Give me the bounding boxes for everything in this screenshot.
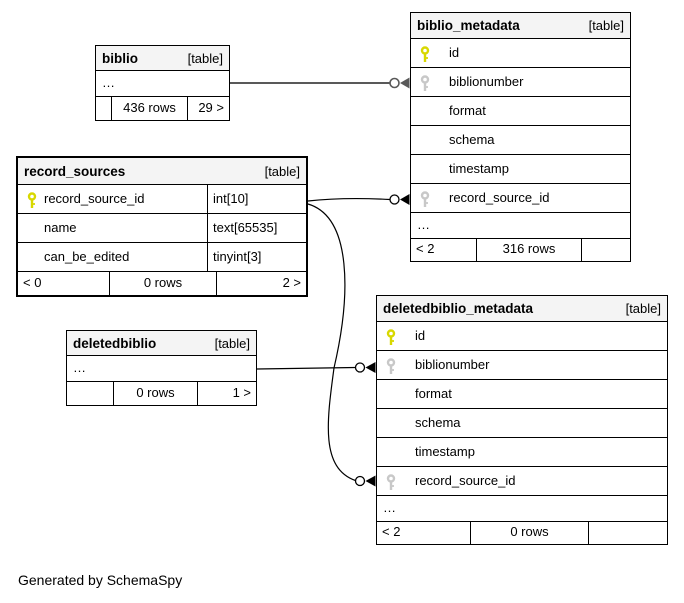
hidden-columns-ellipsis: …: [377, 496, 667, 522]
table-name[interactable]: deletedbiblio_metadata: [383, 301, 534, 316]
zero-or-one-circle: [389, 77, 400, 89]
footer-parents-count: 29 >: [198, 100, 224, 115]
primary-key-icon: [385, 328, 397, 345]
table-footer: 436 rows 29 >: [96, 97, 229, 120]
foreign-key-icon: [385, 473, 397, 490]
column-name: record_source_id: [44, 191, 145, 206]
column-row: name text[65535]: [18, 214, 306, 243]
arrowhead: [400, 194, 410, 205]
column-name: can_be_edited: [44, 249, 130, 264]
column-row: record_source_id int[10]: [18, 185, 306, 214]
footer-row-count: 0 rows: [114, 382, 198, 405]
arrowhead: [365, 362, 376, 373]
table-footer: < 0 0 rows 2 >: [18, 272, 306, 295]
column-name: record_source_id: [415, 473, 516, 488]
footer-children-count: < 2: [377, 522, 471, 544]
footer-row-count: 436 rows: [112, 97, 188, 120]
table-biblio: biblio [table] … 436 rows 29 >: [95, 45, 230, 121]
table-header-deletedbiblio[interactable]: deletedbiblio [table]: [67, 331, 256, 356]
column-name: name: [44, 220, 77, 235]
table-header-deletedbiblio-metadata[interactable]: deletedbiblio_metadata [table]: [377, 296, 667, 322]
column-row: timestamp: [411, 155, 630, 184]
column-row: biblionumber: [411, 68, 630, 97]
column-row: schema: [411, 126, 630, 155]
footer-children-count: [67, 382, 114, 405]
table-footer: 0 rows 1 >: [67, 382, 256, 405]
zero-or-one-circle: [354, 475, 366, 487]
table-header-biblio-metadata[interactable]: biblio_metadata [table]: [411, 13, 630, 39]
foreign-key-icon: [385, 357, 397, 374]
column-row: id: [377, 322, 667, 351]
table-footer: < 2 316 rows: [411, 239, 630, 261]
relationship-biblio-biblio-metadata: [230, 77, 410, 89]
hidden-columns-ellipsis: …: [67, 356, 256, 382]
column-row: schema: [377, 409, 667, 438]
column-name: format: [415, 386, 452, 401]
column-name: format: [449, 103, 486, 118]
column-row: can_be_edited tinyint[3]: [18, 243, 306, 272]
table-name[interactable]: biblio: [102, 50, 138, 66]
primary-key-icon: [419, 45, 431, 62]
relationship-record-sources-biblio-metadata: [307, 194, 410, 205]
column-name: biblionumber: [449, 74, 524, 89]
column-type: int[10]: [207, 185, 306, 213]
relationship-deletedbiblio-deletedbiblio-metadata: [256, 362, 376, 373]
column-row: biblionumber: [377, 351, 667, 380]
table-type-label: [table]: [625, 301, 661, 316]
foreign-key-icon: [419, 74, 431, 91]
relationship-record-sources-deletedbiblio-metadata: [307, 203, 376, 487]
column-name: timestamp: [415, 444, 475, 459]
foreign-key-icon: [419, 190, 431, 207]
footer-children-count: < 0: [18, 272, 110, 295]
column-name: record_source_id: [449, 190, 550, 205]
hidden-columns-ellipsis: …: [411, 213, 630, 239]
footer-parents-count: 2 >: [282, 275, 301, 290]
footer-row-count: 0 rows: [110, 272, 217, 295]
generated-by-note: Generated by SchemaSpy: [18, 572, 183, 588]
column-name: schema: [449, 132, 495, 147]
column-name: timestamp: [449, 161, 509, 176]
table-name[interactable]: biblio_metadata: [417, 18, 520, 33]
column-row: format: [377, 380, 667, 409]
table-type-label: [table]: [187, 50, 223, 66]
column-row: id: [411, 39, 630, 68]
table-header-record-sources[interactable]: record_sources [table]: [18, 158, 306, 185]
table-record-sources: record_sources [table] record_source_id …: [16, 156, 308, 297]
table-type-label: [table]: [264, 163, 300, 179]
table-deletedbiblio-metadata: deletedbiblio_metadata [table] id biblio…: [376, 295, 668, 545]
column-row: record_source_id: [377, 467, 667, 496]
column-row: timestamp: [377, 438, 667, 467]
column-name: schema: [415, 415, 461, 430]
table-type-label: [table]: [588, 18, 624, 33]
table-biblio-metadata: biblio_metadata [table] id biblionumber …: [410, 12, 631, 262]
footer-parents-count: [589, 522, 667, 544]
footer-children-count: [96, 97, 112, 120]
primary-key-icon: [26, 191, 38, 208]
table-deletedbiblio: deletedbiblio [table] … 0 rows 1 >: [66, 330, 257, 406]
column-name: id: [449, 45, 460, 60]
arrowhead: [400, 77, 410, 89]
column-row: record_source_id: [411, 184, 630, 213]
table-header-biblio[interactable]: biblio [table]: [96, 46, 229, 71]
column-row: format: [411, 97, 630, 126]
footer-row-count: 0 rows: [471, 522, 589, 544]
table-name[interactable]: record_sources: [24, 163, 126, 179]
table-type-label: [table]: [214, 335, 250, 351]
footer-parents-count: 1 >: [232, 385, 251, 400]
column-name: id: [415, 328, 426, 343]
hidden-columns-ellipsis: …: [96, 71, 229, 97]
column-type: tinyint[3]: [207, 243, 306, 271]
column-type: text[65535]: [207, 214, 306, 242]
table-footer: < 2 0 rows: [377, 522, 667, 544]
zero-or-one-circle: [389, 194, 400, 205]
footer-children-count: < 2: [411, 239, 477, 261]
footer-row-count: 316 rows: [477, 239, 582, 261]
table-name[interactable]: deletedbiblio: [73, 335, 157, 351]
column-name: biblionumber: [415, 357, 490, 372]
arrowhead: [365, 475, 376, 487]
footer-parents-count: [582, 239, 630, 261]
zero-or-one-circle: [354, 362, 366, 373]
